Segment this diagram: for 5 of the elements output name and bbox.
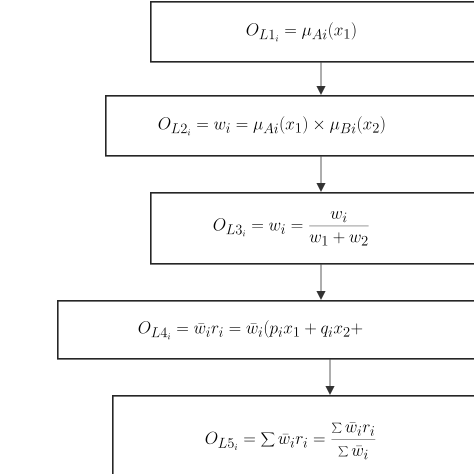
formula-box: $O_{L5_i} = \sum \bar{w}_i r_i = \frac{\sum \bar{w}_i r_i}{\sum \bar{w}_i}$ (112, 395, 474, 474)
formula-box: $O_{L1_i} = \mu_{Ai}(x_1)$ (150, 1, 474, 63)
formula-box: $O_{L3_i} = w_i = \frac{w_i}{w_1 + w_2}$ (150, 192, 474, 265)
formula-box: $O_{L2_i} = w_i = \mu_{Ai}(x_1) \times \mu_{Bi}(x_2)$ (105, 95, 474, 157)
formula-box: $O_{L4_i} = \bar{w}_i r_i = \bar{w}_i(p_i x_1 + q_i x_2 +$ (57, 300, 474, 360)
